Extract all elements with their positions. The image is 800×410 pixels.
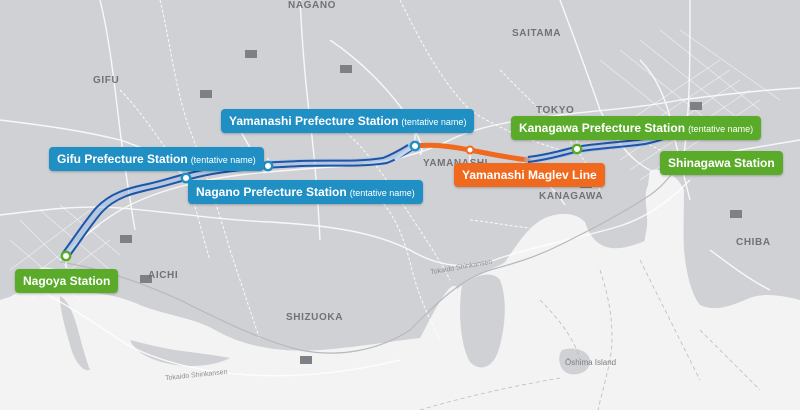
region-label-chiba: CHIBA [736, 237, 771, 248]
oshima-island [559, 348, 591, 375]
atsumi-peninsula [130, 340, 230, 366]
region-label-aichi: AICHI [148, 270, 179, 281]
station-name: Shinagawa Station [668, 156, 775, 170]
callout-shinagawa-station[interactable]: Shinagawa Station [660, 151, 783, 175]
region-label-nagano: NAGANO [288, 0, 337, 11]
nagano-station-marker[interactable] [262, 160, 274, 172]
station-name: Nagano Prefecture Station [196, 185, 347, 199]
region-label-kanagawa: KANAGAWA [539, 191, 604, 202]
callout-yamanashi-station[interactable]: Yamanashi Prefecture Station(tentative n… [221, 109, 475, 133]
izu-peninsula [460, 274, 505, 368]
maglev-line-name: Yamanashi Maglev Line [462, 168, 597, 182]
station-name: Nagoya Station [23, 274, 111, 288]
yamanashi-station-marker[interactable] [409, 140, 421, 152]
callout-maglev-line[interactable]: Yamanashi Maglev Line [454, 163, 605, 187]
kanagawa-station-marker[interactable] [571, 143, 583, 155]
callout-nagoya-station[interactable]: Nagoya Station [15, 269, 119, 293]
boso-peninsula [683, 190, 800, 309]
region-label-tokyo: TOKYO [536, 105, 575, 116]
tokaido-shinkansen-line [59, 154, 686, 354]
station-name: Kanagawa Prefecture Station [519, 121, 686, 135]
chuo-shinkansen-route-east-2 [527, 136, 669, 163]
callout-kanagawa-station[interactable]: Kanagawa Prefecture Station(tentative na… [511, 116, 762, 140]
callout-gifu-station[interactable]: Gifu Prefecture Station(tentative name) [49, 147, 264, 171]
chuo-shinkansen-route-west-2 [67, 149, 413, 259]
tokyo-bay [644, 169, 688, 274]
suruga-bay [420, 285, 458, 350]
region-label-shizuoka: SHIZUOKA [286, 312, 344, 323]
tentative-note: (tentative name) [401, 117, 467, 127]
island-label-oshima: Ōshima Island [565, 358, 617, 367]
station-name: Yamanashi Prefecture Station [229, 114, 399, 128]
nagoya-station-marker[interactable] [60, 250, 72, 262]
tentative-note: (tentative name) [688, 124, 754, 134]
region-label-saitama: SAITAMA [512, 28, 562, 39]
region-label-gifu: GIFU [93, 75, 120, 86]
tentative-note: (tentative name) [349, 188, 415, 198]
maglev-point-marker[interactable] [465, 145, 475, 155]
chita-peninsula [60, 296, 90, 371]
callout-nagano-station[interactable]: Nagano Prefecture Station(tentative name… [188, 180, 423, 204]
gifu-station-marker[interactable] [180, 172, 192, 184]
tentative-note: (tentative name) [190, 155, 256, 165]
ferry-routes [419, 259, 761, 410]
station-name: Gifu Prefecture Station [57, 152, 188, 166]
